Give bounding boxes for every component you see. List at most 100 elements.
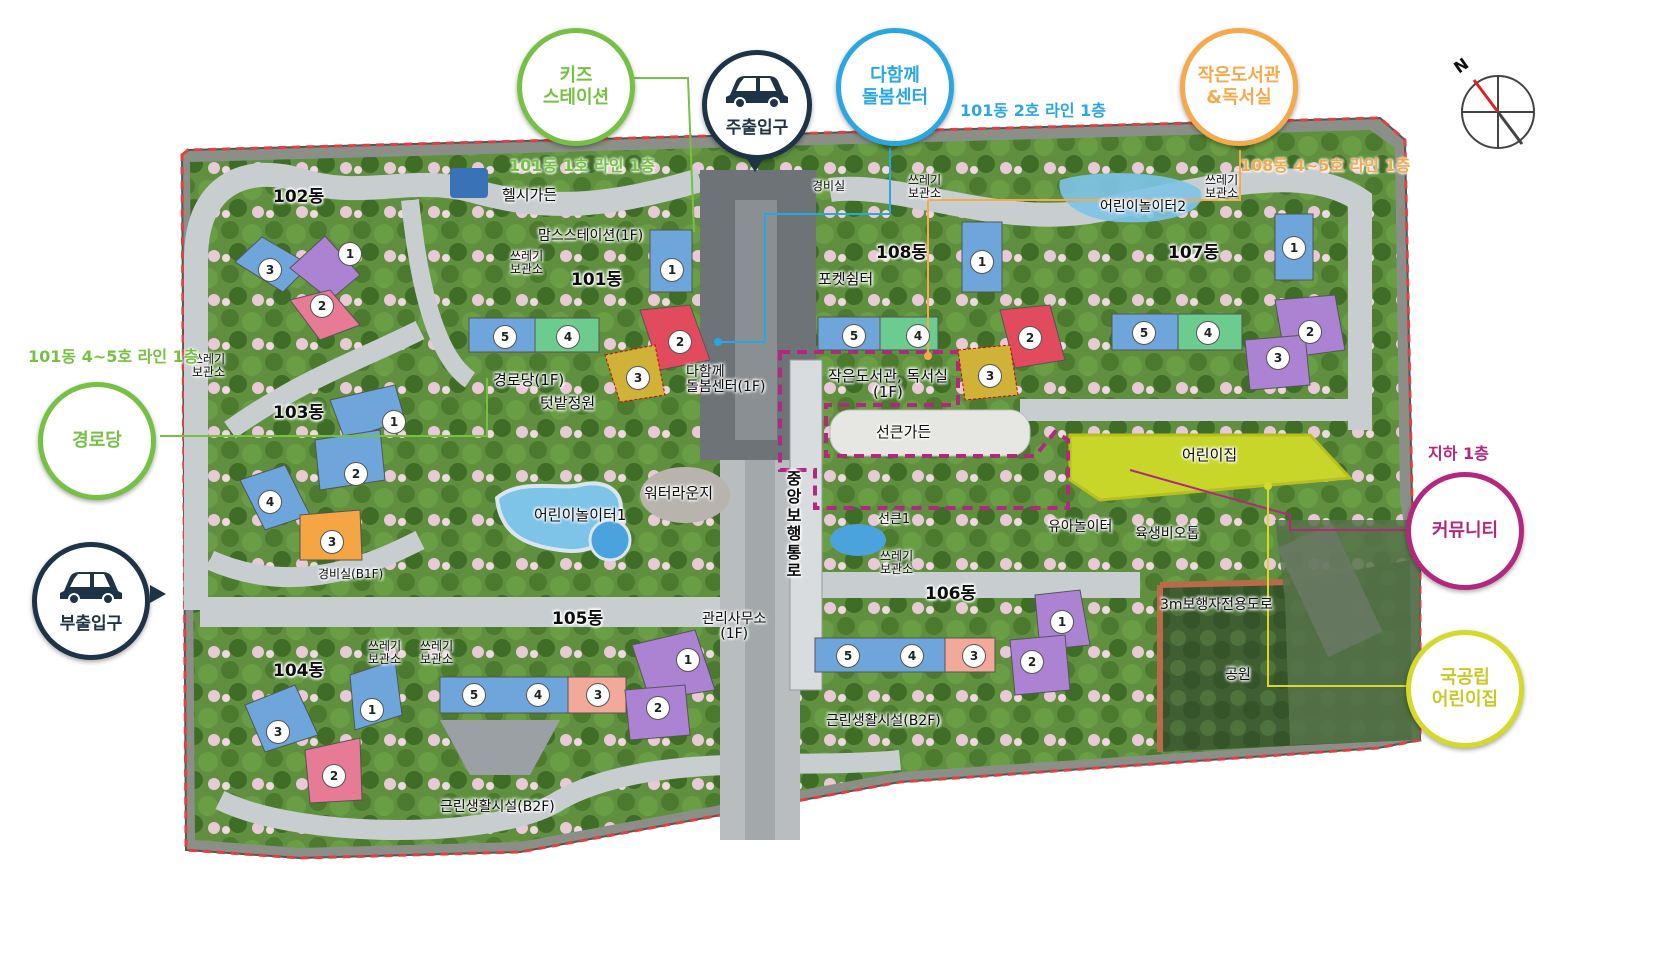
unit-badge: 3 (258, 258, 282, 282)
playground-2-label: 어린이놀이터2 (1100, 199, 1187, 215)
sunken-1-label: 선큰1 (878, 512, 911, 527)
unit-badge: 2 (1018, 326, 1042, 350)
unit-badge: 4 (258, 490, 282, 514)
compass-icon (1461, 75, 1535, 149)
trash-storage-label-1: 쓰레기 보관소 (510, 249, 544, 276)
playground-1-label: 어린이놀이터1 (534, 506, 627, 524)
unit-badge: 4 (906, 324, 930, 348)
unit-badge: 1 (338, 242, 362, 266)
note-basement: 지하 1층 (1428, 444, 1489, 463)
pocket-shelter-label: 포켓쉼터 (818, 270, 874, 288)
senior-center-1f-label: 경로당(1F) (493, 371, 565, 389)
unit-badge: 4 (900, 644, 924, 668)
unit-badge: 3 (1266, 346, 1290, 370)
car-icon (60, 571, 122, 605)
park-label: 공원 (1225, 667, 1251, 683)
unit-badge: 1 (660, 258, 684, 282)
unit-badge: 3 (978, 364, 1002, 388)
unit-badge: 1 (1282, 236, 1306, 260)
eco-top-label: 육생비오톱 (1135, 526, 1200, 542)
unit-badge: 1 (1050, 610, 1074, 634)
building-label-102: 102동 (273, 187, 325, 207)
unit-badge: 3 (626, 366, 650, 390)
unit-badge: 4 (526, 683, 550, 707)
building-label-101: 101동 (571, 270, 623, 290)
infant-playground-label: 유아놀이터 (1048, 519, 1113, 535)
sunken-garden-label: 선큰가든 (876, 423, 932, 441)
unit-badge: 3 (962, 644, 986, 668)
central-walkway-label: 중앙보행통로 (786, 469, 802, 580)
retail-b2f-label-2: 근린생활시설(B2F) (440, 799, 555, 815)
building-label-105: 105동 (552, 609, 604, 629)
unit-badge: 3 (320, 530, 344, 554)
callout-library-text: 작은도서관 &독서실 (1197, 64, 1281, 109)
trash-storage-label-7: 쓰레기 보관소 (420, 639, 454, 666)
callout-national-daycare[interactable]: 국공립 어린이집 (1406, 630, 1524, 748)
note-101-line1: 101동 1호 라인 1층 (509, 156, 655, 175)
main-entrance-marker[interactable]: 주출입구 (702, 50, 812, 160)
unit-badge: 2 (322, 764, 346, 788)
note-108-line45: 108동 4~5호 라인 1층 (1240, 156, 1411, 175)
side-entrance-marker[interactable]: 부출입구 (32, 542, 150, 660)
building-label-104: 104동 (273, 661, 325, 681)
callout-senior-center-text: 경로당 (72, 429, 122, 451)
unit-badge: 5 (493, 325, 517, 349)
unit-badge: 1 (970, 250, 994, 274)
unit-badge: 5 (842, 324, 866, 348)
side-entrance-label: 부출입구 (59, 613, 123, 634)
callout-community[interactable]: 커뮤니티 (1406, 472, 1524, 590)
small-library-label: 작은도서관, 독서실 (1F) (828, 367, 948, 401)
unit-badge: 2 (668, 330, 692, 354)
callout-library[interactable]: 작은도서관 &독서실 (1180, 28, 1298, 146)
vegetable-garden-label: 텃밭정원 (540, 394, 596, 412)
side-entrance-pointer (150, 585, 166, 603)
callout-care-center[interactable]: 다함께 돌봄센터 (836, 28, 954, 146)
main-entrance-pointer (745, 156, 765, 172)
moms-station-label: 맘스스테이션(1F) (538, 228, 644, 244)
car-icon (726, 75, 788, 109)
building-label-108: 108동 (876, 243, 928, 263)
unit-badge: 1 (360, 698, 384, 722)
pedestrian-road-label: 3m보행자전용도로 (1160, 597, 1273, 613)
health-garden-label: 헬시가든 (502, 186, 558, 204)
trash-storage-label-5: 쓰레기 보관소 (880, 549, 914, 576)
note-101-line45: 101동 4~5호 라인 1층 (28, 347, 199, 366)
unit-badge: 1 (676, 648, 700, 672)
unit-badge: 3 (266, 720, 290, 744)
trash-storage-label-3: 쓰레기 보관소 (908, 173, 942, 200)
unit-badge: 5 (836, 644, 860, 668)
water-lounge-label: 워터라운지 (644, 484, 714, 502)
unit-badge: 4 (556, 325, 580, 349)
unit-badge: 2 (344, 462, 368, 486)
callout-kids-station[interactable]: 키즈 스테이션 (517, 28, 635, 146)
trash-storage-label-6: 쓰레기 보관소 (368, 639, 402, 666)
retail-b2f-label-1: 근린생활시설(B2F) (826, 713, 941, 729)
callout-kids-station-text: 키즈 스테이션 (542, 64, 610, 109)
care-center-1f-label: 다함께 돌봄센터(1F) (686, 364, 766, 395)
unit-badge: 2 (646, 696, 670, 720)
building-label-107: 107동 (1168, 243, 1220, 263)
unit-badge: 3 (586, 683, 610, 707)
note-101-line2: 101동 2호 라인 1층 (960, 101, 1106, 120)
trash-storage-label-4: 쓰레기 보관소 (1205, 173, 1239, 200)
callout-national-daycare-text: 국공립 어린이집 (1431, 666, 1499, 711)
callout-community-text: 커뮤니티 (1431, 519, 1499, 541)
unit-badge: 1 (382, 410, 406, 434)
trash-storage-label-2: 쓰레기 보관소 (192, 352, 226, 379)
building-label-106: 106동 (925, 584, 977, 604)
management-office-label: 관리사무소 (1F) (702, 611, 767, 642)
callout-senior-center[interactable]: 경로당 (38, 382, 156, 500)
guard-house-label: 경비실 (812, 179, 846, 193)
unit-badge: 4 (1196, 321, 1220, 345)
unit-badge: 5 (462, 683, 486, 707)
main-entrance-label: 주출입구 (725, 117, 789, 138)
unit-badge: 2 (1298, 320, 1322, 344)
unit-badge: 5 (1132, 321, 1156, 345)
unit-badge: 2 (1020, 650, 1044, 674)
daycare-label: 어린이집 (1182, 446, 1238, 464)
unit-badge: 2 (310, 294, 334, 318)
guard-house-b1f-label: 경비실(B1F) (318, 567, 384, 581)
callout-care-center-text: 다함께 돌봄센터 (861, 64, 929, 109)
